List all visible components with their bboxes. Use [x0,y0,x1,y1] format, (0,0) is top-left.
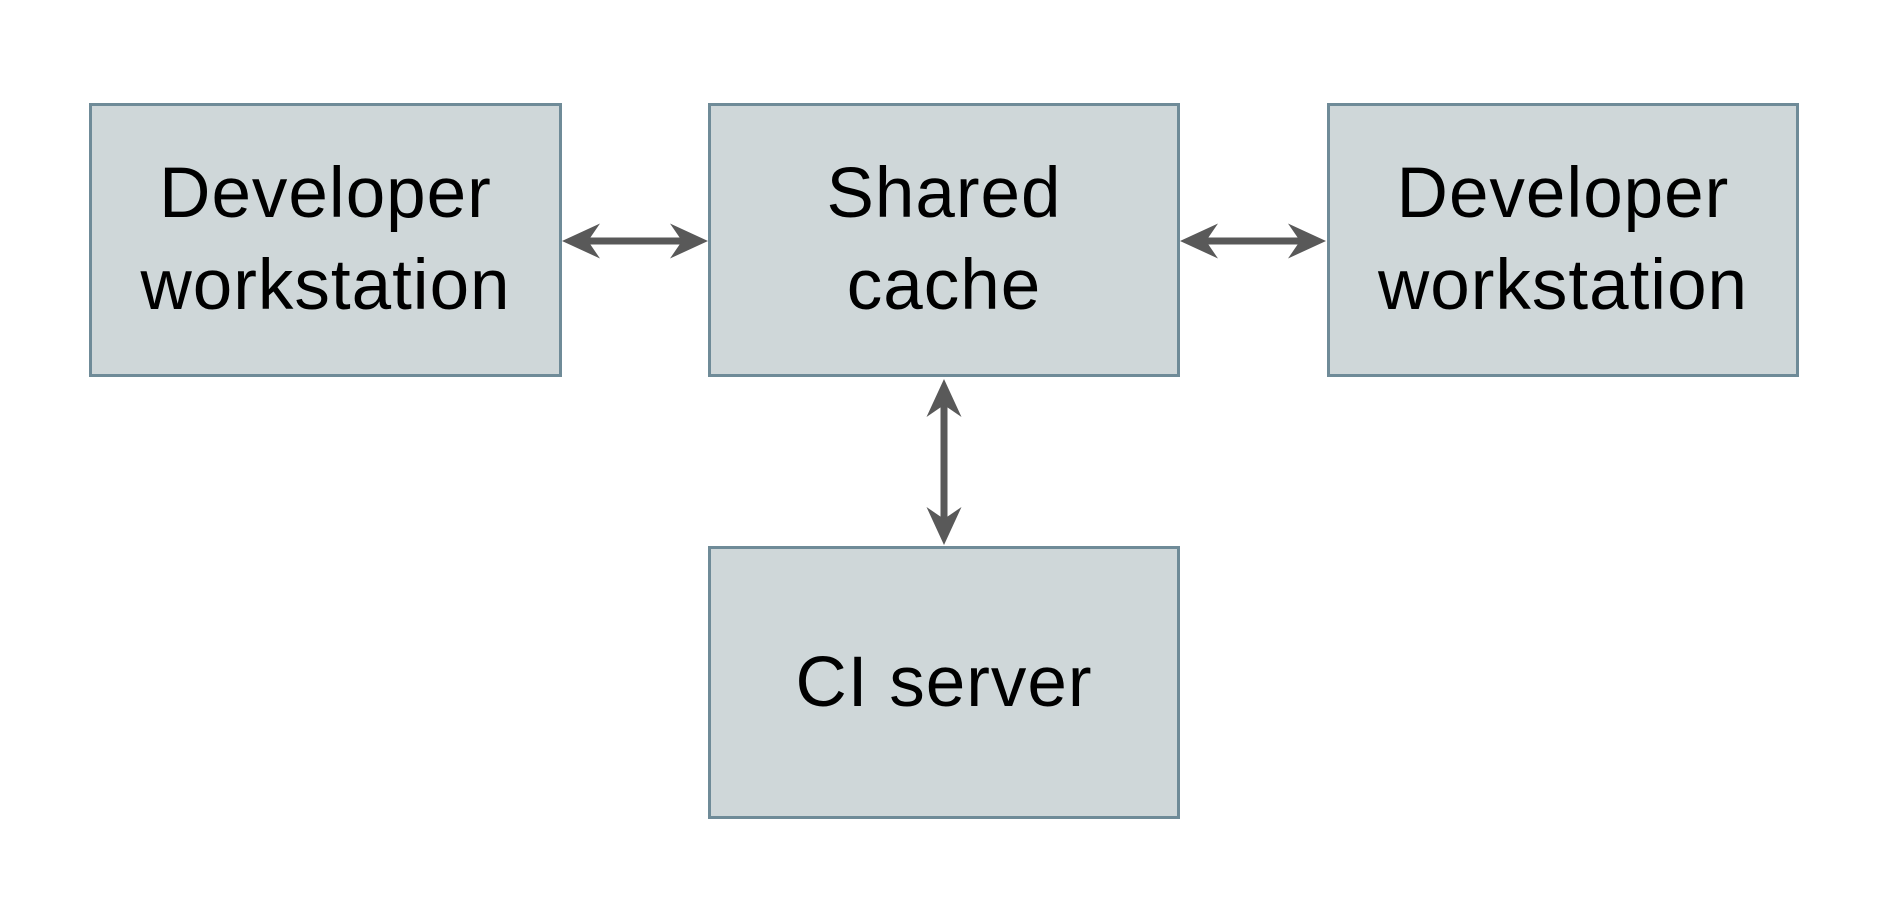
bidirectional-arrow-icon-vertical [926,379,962,545]
arrow-head-top [926,379,962,417]
node-label: CI server [795,642,1093,722]
arrow-head-left [562,223,600,259]
arrow-head-left [1180,223,1218,259]
node-shared-cache: Shared cache [708,103,1180,377]
node-label: Developer workstation [1377,154,1749,325]
arrow-head-right [1288,223,1326,259]
node-developer-workstation-right: Developer workstation [1327,103,1799,377]
node-developer-workstation-left: Developer workstation [89,103,562,377]
arrow-head-bottom [926,507,962,545]
arrow-shaft [581,237,689,245]
bidirectional-arrow-icon-left [562,223,708,259]
node-label: Shared cache [826,154,1062,325]
arrow-shaft [1199,237,1307,245]
node-label: Developer workstation [140,154,511,325]
arrow-head-right [670,223,708,259]
node-ci-server: CI server [708,546,1180,819]
bidirectional-arrow-icon-right [1180,223,1326,259]
arrow-shaft [940,398,948,526]
